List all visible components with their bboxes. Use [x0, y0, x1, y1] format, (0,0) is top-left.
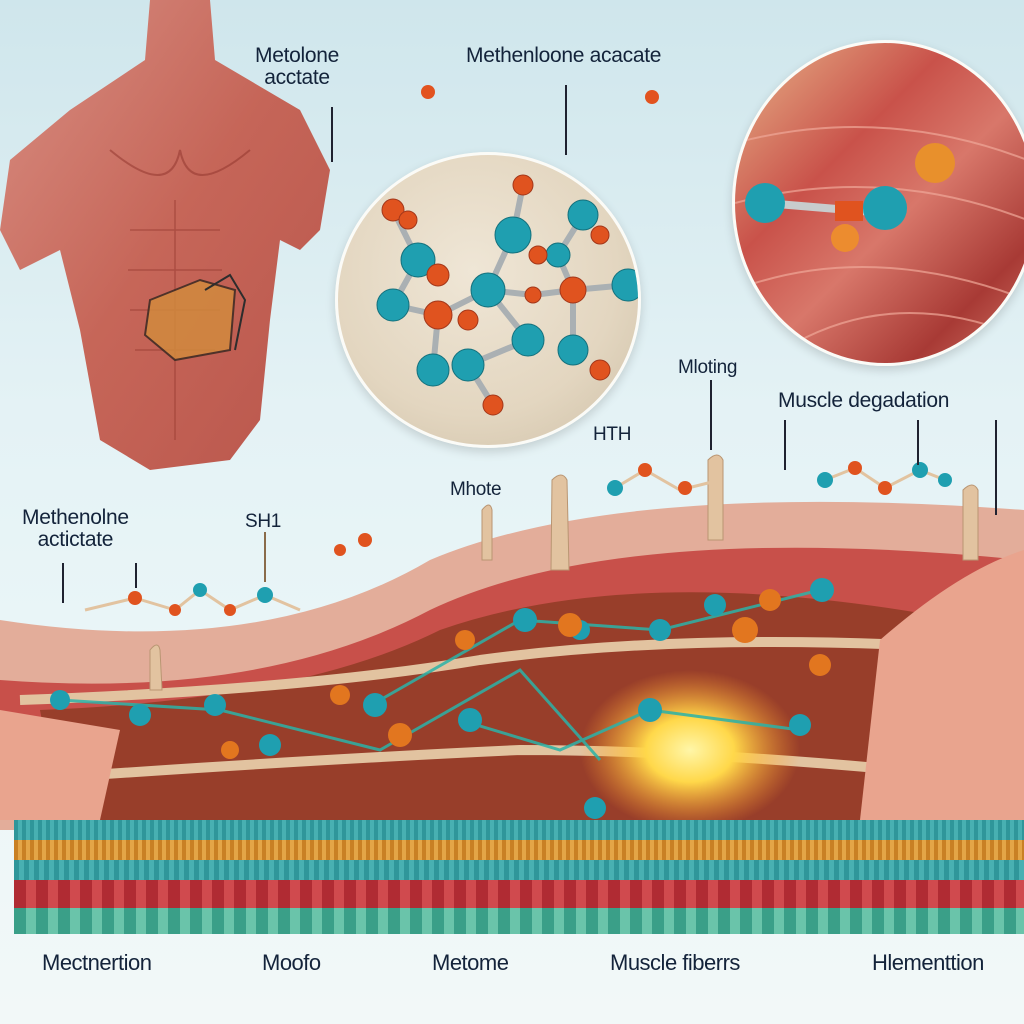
- layer-teal-2: [14, 860, 1024, 880]
- leader-line: [135, 563, 137, 588]
- label-line: acctate: [264, 66, 330, 90]
- leader-line: [710, 380, 712, 450]
- bottom-label-mectnertion: Mectnertion: [42, 950, 152, 975]
- leader-line: [995, 420, 997, 515]
- molecule-structure: [376, 170, 638, 416]
- bottom-label-metome: Metome: [432, 950, 509, 975]
- label-line: Metolone: [255, 44, 339, 67]
- label-line: actictate: [37, 528, 114, 552]
- label-mhote: Mhote: [450, 479, 502, 500]
- leader-line: [917, 420, 919, 465]
- bottom-label-muscle-fibers: Muscle fiberrs: [610, 950, 740, 975]
- bottom-label-hlementtion: Hlementtion: [872, 950, 984, 975]
- label-metolone-acctate: Metolone acctate: [255, 44, 339, 90]
- bottom-label-moofo: Moofo: [262, 950, 321, 975]
- muscle-closeup-panel: [732, 40, 1024, 366]
- layer-green: [14, 908, 1024, 934]
- pointer-dot: [421, 85, 435, 99]
- muscle-fiber-closeup: [735, 126, 1024, 344]
- tissue-layers: [14, 820, 1024, 940]
- layer-red: [14, 880, 1024, 908]
- molecule-panel: [335, 152, 641, 448]
- muscle-tissue-cross-section: [0, 454, 1024, 830]
- leader-line: [565, 85, 567, 155]
- leader-line: [264, 532, 266, 582]
- label-muscle-degradation: Muscle degadation: [778, 389, 950, 412]
- pointer-dot: [645, 90, 659, 104]
- leader-line: [784, 420, 786, 470]
- layer-orange: [14, 840, 1024, 860]
- label-hth: HTH: [593, 424, 632, 445]
- leader-line: [62, 563, 64, 603]
- label-mloting: Mloting: [678, 357, 738, 378]
- label-methenloone-acacate: Methenloone acacate: [466, 44, 662, 67]
- label-line: Methenolne: [22, 506, 129, 529]
- layer-teal-1: [14, 820, 1024, 840]
- label-methenolne-actictate: Methenolne actictate: [22, 506, 129, 552]
- torso-illustration: [0, 0, 330, 470]
- label-sh1: SH1: [245, 511, 282, 532]
- leader-line: [331, 107, 333, 162]
